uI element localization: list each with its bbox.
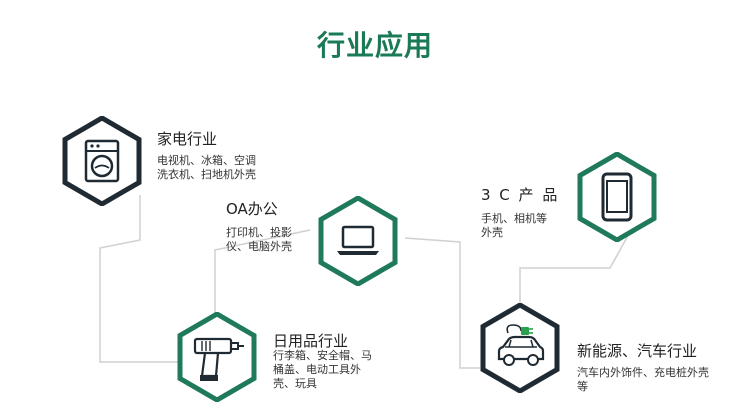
item-title-appliance: 家电行业 [157, 130, 218, 148]
item-title-office: OA办公 [226, 200, 278, 218]
daily-goods-hexagon [172, 312, 262, 402]
laptop-icon [337, 225, 379, 255]
item-desc-appliance: 电视机、冰箱、空调洗衣机、扫地机外壳 [157, 154, 256, 181]
smartphone-icon [601, 172, 633, 222]
item-title-daily-goods: 日用品行业 [273, 332, 349, 350]
appliance-hexagon [57, 116, 147, 206]
electric-car-icon [497, 324, 545, 366]
item-desc-office: 打印机、投影仪、电脑外壳 [226, 226, 292, 253]
3c-hexagon [572, 152, 662, 242]
item-desc-ev: 汽车内外饰件、充电桩外壳等 [577, 366, 709, 393]
page-title: 行业应用 [316, 29, 433, 62]
item-title-3c: 3 C 产 品 [481, 186, 560, 204]
power-drill-icon [193, 337, 244, 381]
office-hexagon [313, 196, 403, 286]
washing-machine-icon [84, 139, 120, 183]
ev-hexagon [475, 303, 565, 393]
item-desc-daily-goods: 行李箱、安全帽、马桶盖、电动工具外壳、玩具 [273, 349, 372, 390]
item-title-ev: 新能源、汽车行业 [577, 342, 698, 360]
item-desc-3c: 手机、相机等外壳 [481, 212, 547, 239]
